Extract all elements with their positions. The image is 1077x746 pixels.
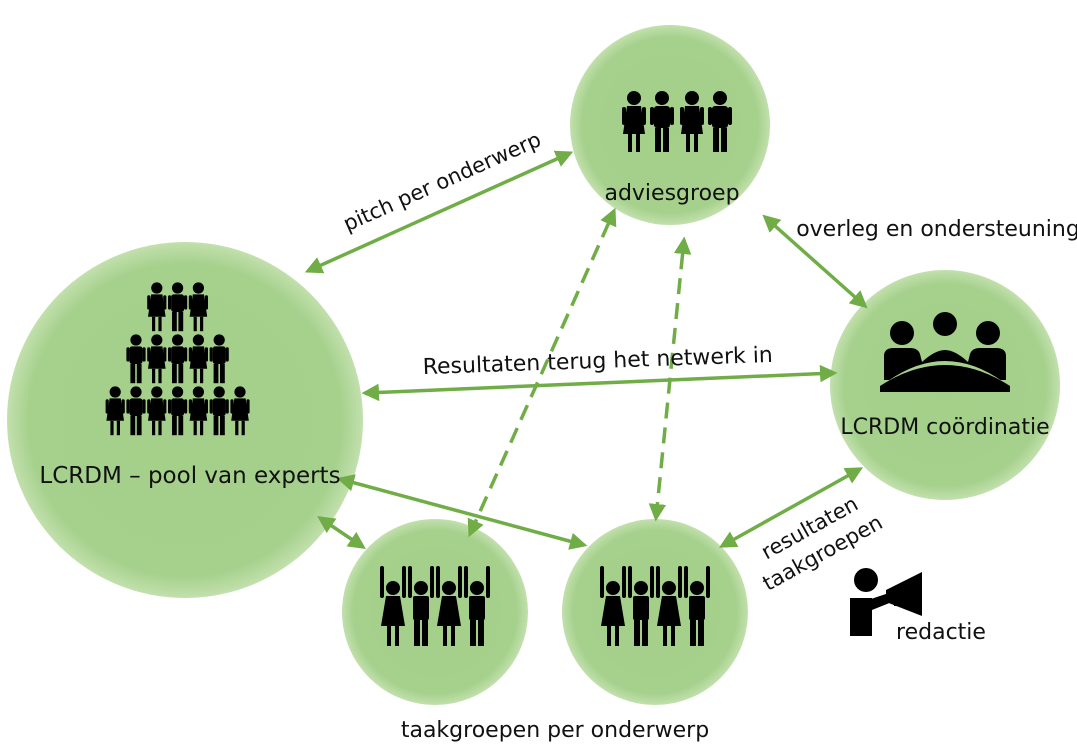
dashed-arrow-task-left (467, 207, 617, 538)
arrow-pool-task-left (317, 516, 366, 549)
redactie-label: redactie (896, 620, 986, 645)
arrow-overleg (762, 214, 868, 309)
pool-circle (7, 242, 363, 598)
edge-label-overleg: overleg en ondersteuning (796, 217, 1077, 242)
arrow-resultaten-taakgroepen (718, 467, 864, 548)
pool-label: LCRDM – pool van experts (39, 463, 340, 489)
task-left-circle (342, 519, 528, 705)
edge-label-pitch: pitch per onderwerp (340, 127, 545, 236)
advies-label: adviesgroep (604, 181, 739, 206)
dashed-arrow-task-right (648, 236, 692, 522)
edge-label-resultaten-netwerk: Resultaten terug het netwerk in (422, 343, 773, 380)
megaphone-person-icon (850, 568, 922, 636)
footer-label: taakgroepen per onderwerp (401, 718, 709, 743)
arrow-pitch (304, 150, 574, 274)
connector-arrows (304, 150, 868, 550)
task-right-circle (562, 519, 748, 705)
meeting-table-icon (880, 312, 1010, 392)
coord-label: LCRDM coördinatie (840, 415, 1049, 440)
